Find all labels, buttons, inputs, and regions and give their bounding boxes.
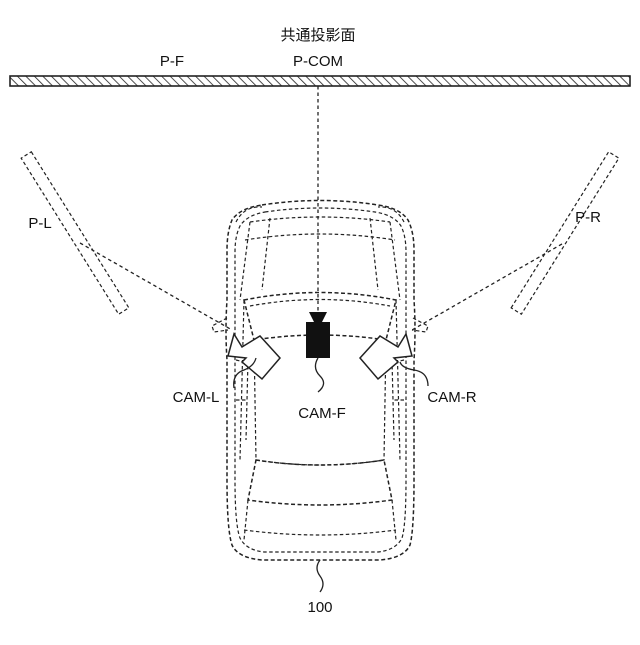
common-plane-label: 共通投影面 <box>280 27 355 44</box>
left-projection-ray <box>80 243 232 330</box>
right-camera <box>360 334 412 379</box>
p-r-label: P-R <box>575 209 601 226</box>
left-projection-plane <box>21 152 129 314</box>
vehicle-leader <box>317 560 323 592</box>
p-l-label: P-L <box>28 215 51 232</box>
front-camera <box>306 312 330 358</box>
common-projection-plane <box>10 76 630 86</box>
vehicle-label: 100 <box>307 599 332 616</box>
cam-r-label: CAM-R <box>427 389 476 406</box>
vehicle-outline <box>212 201 428 561</box>
right-projection-ray <box>412 244 562 330</box>
cam-l-label: CAM-L <box>173 389 220 406</box>
cam-f-label: CAM-F <box>298 405 346 422</box>
left-camera <box>228 334 280 379</box>
cam-f-leader <box>315 358 323 392</box>
right-projection-plane <box>511 152 619 314</box>
p-com-label: P-COM <box>293 53 343 70</box>
p-f-label: P-F <box>160 53 184 70</box>
